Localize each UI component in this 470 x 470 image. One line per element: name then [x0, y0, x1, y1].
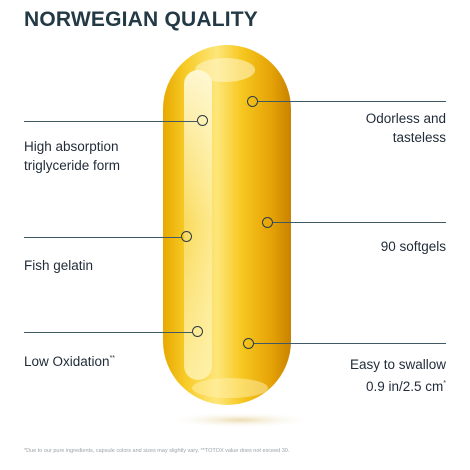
- capsule-shadow: [165, 412, 315, 428]
- marker-softgels: [262, 217, 273, 228]
- connector-fish-gelatin: [24, 237, 181, 238]
- page-title: NORWEGIAN QUALITY: [24, 8, 259, 31]
- connector-high-absorption: [24, 121, 197, 122]
- marker-odorless: [247, 96, 258, 107]
- marker-easy-swallow: [243, 338, 254, 349]
- label-high-absorption: High absorption triglyceride form: [24, 139, 121, 173]
- connector-easy-swallow: [254, 343, 446, 344]
- connector-softgels: [273, 222, 446, 223]
- capsule-highlight: [184, 70, 212, 380]
- label-odorless: Odorless and tasteless: [365, 111, 446, 145]
- marker-low-oxidation: [192, 326, 203, 337]
- label-fish-gelatin: Fish gelatin: [24, 258, 94, 273]
- connector-low-oxidation: [24, 332, 192, 333]
- label-easy-swallow: Easy to swallow 0.9 in/2.5 cm*: [349, 357, 446, 394]
- connector-odorless: [258, 101, 446, 102]
- marker-high-absorption: [197, 115, 208, 126]
- label-low-oxidation: Low Oxidation**: [24, 354, 116, 369]
- footnote: *Due to our pure ingredients, capsule co…: [24, 448, 290, 454]
- marker-fish-gelatin: [181, 231, 192, 242]
- label-softgels: 90 softgels: [380, 239, 446, 254]
